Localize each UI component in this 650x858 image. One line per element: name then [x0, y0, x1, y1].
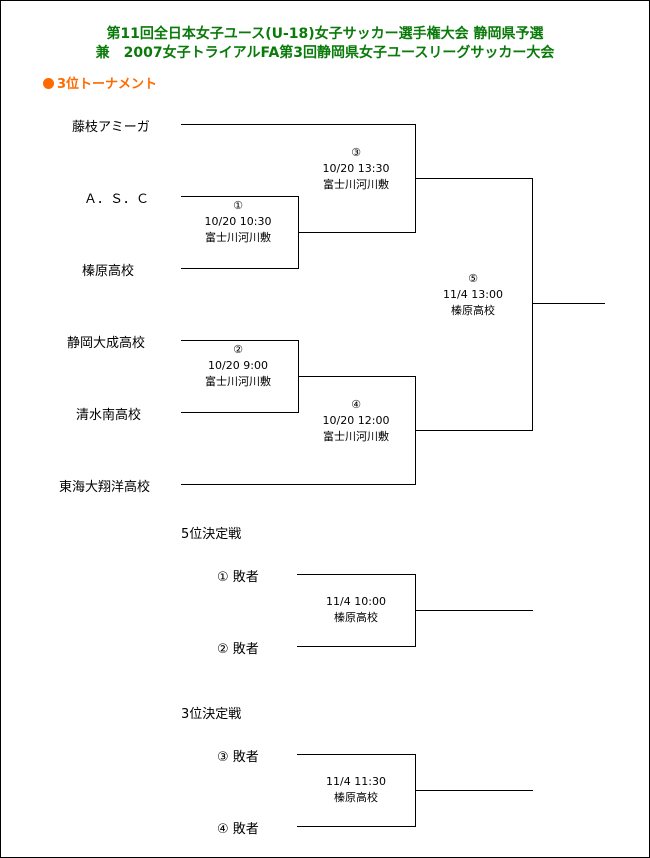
page-title: 第11回全日本女子ユース(U-18)女子サッカー選手権大会 静岡県予選 [106, 26, 544, 42]
fifth-place-venue: 榛原高校 [334, 611, 378, 624]
match-5-venue: 榛原高校 [451, 304, 495, 317]
match-3-venue: 富士川河川敷 [323, 178, 389, 191]
match-2-venue: 富士川河川敷 [205, 375, 271, 388]
match-1-venue: 富士川河川敷 [205, 231, 271, 244]
third-place-team-1: ③ 敗者 [217, 750, 259, 765]
match-5-info: ⑤ 11/4 13:00 榛原高校 [422, 271, 524, 319]
match-4-datetime: 10/20 12:00 [322, 414, 390, 427]
team-asc: Ａ．Ｓ．Ｃ [84, 192, 150, 207]
section-heading: 3位トーナメント [43, 73, 157, 92]
match-3-info: ③ 10/20 13:30 富士川河川敷 [305, 145, 407, 193]
fifth-place-team-2: ② 敗者 [217, 642, 259, 657]
bullet-icon [43, 78, 54, 89]
team-haibara: 榛原高校 [82, 264, 135, 279]
third-place-team-2: ④ 敗者 [217, 822, 259, 837]
third-place-heading: 3位決定戦 [181, 707, 242, 722]
match-2-datetime: 10/20 9:00 [208, 359, 268, 372]
match-5-number: ⑤ [468, 272, 478, 285]
team-shizuoka-taisei: 静岡大成高校 [67, 336, 146, 351]
match-4-venue: 富士川河川敷 [323, 430, 389, 443]
fifth-place-heading: 5位決定戦 [181, 527, 242, 542]
fifth-place-match-info: 11/4 10:00 榛原高校 [305, 594, 407, 626]
match-2-number: ② [233, 343, 243, 356]
fifth-place-datetime: 11/4 10:00 [326, 595, 386, 608]
match-1-datetime: 10/20 10:30 [204, 215, 272, 228]
match-4-number: ④ [351, 398, 361, 411]
match-4-info: ④ 10/20 12:00 富士川河川敷 [305, 397, 407, 445]
match-5-datetime: 11/4 13:00 [443, 288, 503, 301]
team-tokai-shoyo: 東海大翔洋高校 [59, 480, 151, 495]
team-fujieda-amiga: 藤枝アミーガ [72, 120, 150, 135]
third-place-match-info: 11/4 11:30 榛原高校 [305, 774, 407, 806]
match-3-datetime: 10/20 13:30 [322, 162, 390, 175]
team-shimizu-minami: 清水南高校 [76, 408, 142, 423]
match-3-number: ③ [351, 146, 361, 159]
match-2-info: ② 10/20 9:00 富士川河川敷 [188, 342, 288, 390]
third-place-venue: 榛原高校 [334, 791, 378, 804]
fifth-place-team-1: ① 敗者 [217, 570, 259, 585]
match-1-info: ① 10/20 10:30 富士川河川敷 [188, 198, 288, 246]
page-subtitle: 兼 2007女子トライアルFA第3回静岡県女子ユースリーグサッカー大会 [95, 45, 555, 61]
match-1-number: ① [233, 199, 243, 212]
section-label: 3位トーナメント [57, 77, 158, 92]
third-place-datetime: 11/4 11:30 [326, 775, 386, 788]
